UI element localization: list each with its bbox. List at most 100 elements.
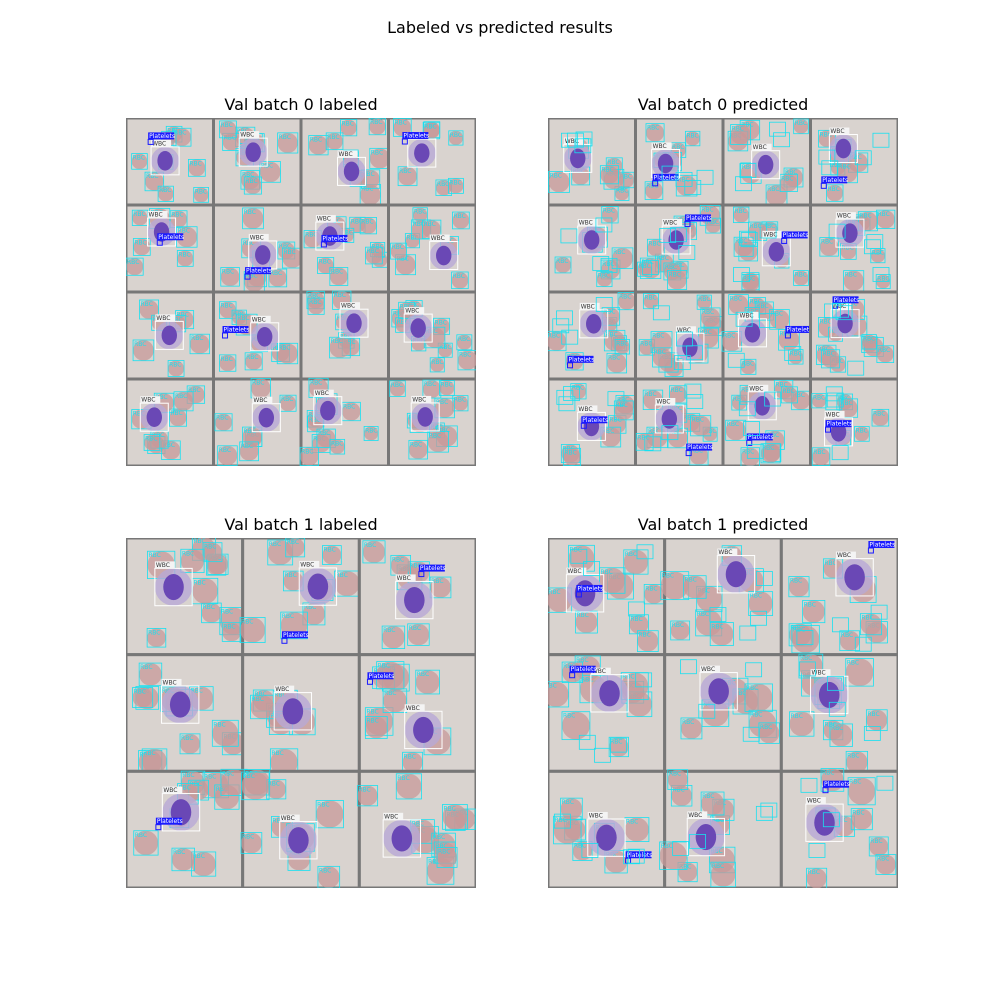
svg-text:RBC: RBC [175,393,187,400]
svg-text:RBC: RBC [370,119,382,126]
svg-text:RBC: RBC [327,134,339,141]
svg-text:RBC: RBC [178,228,190,235]
svg-text:WBC: WBC [656,398,670,405]
svg-text:WBC: WBC [300,561,314,568]
svg-text:RBC: RBC [216,415,228,422]
svg-text:RBC: RBC [269,541,281,548]
svg-text:RBC: RBC [793,392,805,399]
svg-text:RBC: RBC [767,186,779,193]
svg-text:RBC: RBC [221,122,233,129]
svg-text:RBC: RBC [598,272,610,279]
svg-text:WBC: WBC [581,303,595,310]
svg-text:RBC: RBC [570,546,582,553]
svg-text:RBC: RBC [308,292,320,299]
svg-text:RBC: RBC [219,447,231,454]
svg-text:Platelets: Platelets [783,232,809,239]
svg-text:RBC: RBC [392,244,404,251]
svg-text:WBC: WBC [565,138,579,145]
svg-text:RBC: RBC [177,312,189,319]
svg-text:RBC: RBC [711,623,723,630]
svg-text:RBC: RBC [727,421,739,428]
svg-text:WBC: WBC [830,128,844,135]
svg-text:RBC: RBC [605,331,617,338]
svg-text:RBC: RBC [271,750,283,757]
svg-text:RBC: RBC [877,211,889,218]
svg-text:RBC: RBC [822,770,834,777]
svg-text:RBC: RBC [343,403,355,410]
svg-text:Platelets: Platelets [822,177,848,184]
svg-text:RBC: RBC [712,863,724,870]
svg-text:RBC: RBC [855,427,867,434]
svg-text:RBC: RBC [785,169,797,176]
svg-text:RBC: RBC [133,155,145,162]
svg-text:RBC: RBC [616,341,628,348]
svg-text:RBC: RBC [654,349,666,356]
svg-text:RBC: RBC [334,292,346,299]
svg-text:RBC: RBC [581,676,593,683]
svg-text:RBC: RBC [637,434,649,441]
svg-text:RBC: RBC [169,362,181,369]
svg-text:RBC: RBC [318,430,330,437]
svg-text:WBC: WBC [405,308,419,315]
svg-text:RBC: RBC [847,752,859,759]
svg-text:RBC: RBC [702,793,714,800]
svg-text:RBC: RBC [680,224,692,231]
svg-text:RBC: RBC [424,123,436,130]
svg-text:WBC: WBC [578,406,592,413]
svg-text:RBC: RBC [822,351,834,358]
svg-text:Platelets: Platelets [687,444,713,451]
svg-text:WBC: WBC [832,303,846,310]
svg-text:RBC: RBC [358,787,370,794]
svg-text:RBC: RBC [572,385,584,392]
svg-text:RBC: RBC [450,132,462,139]
svg-text:RBC: RBC [433,834,445,841]
svg-text:WBC: WBC [592,668,606,675]
svg-text:RBC: RBC [750,593,762,600]
svg-text:RBC: RBC [692,417,704,424]
svg-text:RBC: RBC [840,400,852,407]
svg-text:RBC: RBC [417,671,429,678]
svg-text:RBC: RBC [378,663,390,670]
svg-text:RBC: RBC [170,317,182,324]
svg-text:RBC: RBC [163,442,175,449]
svg-text:RBC: RBC [698,296,710,303]
svg-text:RBC: RBC [148,552,160,559]
svg-text:RBC: RBC [723,333,735,340]
svg-text:RBC: RBC [223,624,235,631]
svg-text:WBC: WBC [253,397,267,404]
svg-text:RBC: RBC [173,849,185,856]
svg-text:Platelets: Platelets [571,666,597,673]
svg-text:WBC: WBC [567,568,581,575]
svg-text:RBC: RBC [341,229,353,236]
svg-text:WBC: WBC [339,151,353,158]
svg-text:RBC: RBC [607,159,619,166]
svg-text:RBC: RBC [852,810,864,817]
svg-text:RBC: RBC [361,218,373,225]
svg-text:RBC: RBC [870,838,882,845]
svg-text:Platelets: Platelets [157,818,183,825]
svg-text:WBC: WBC [141,397,155,404]
svg-text:RBC: RBC [252,379,264,386]
svg-text:RBC: RBC [178,251,190,258]
svg-text:RBC: RBC [331,338,343,345]
svg-text:RBC: RBC [371,149,383,156]
svg-text:RBC: RBC [221,609,233,616]
svg-text:RBC: RBC [241,443,253,450]
svg-text:WBC: WBC [149,211,163,218]
svg-text:Platelets: Platelets [826,421,852,428]
svg-text:RBC: RBC [679,864,691,871]
svg-text:RBC: RBC [550,172,562,179]
svg-text:RBC: RBC [877,276,889,283]
svg-text:RBC: RBC [414,209,426,216]
svg-text:RBC: RBC [283,249,295,256]
svg-text:RBC: RBC [309,417,321,424]
svg-text:RBC: RBC [362,171,374,178]
svg-text:RBC: RBC [409,625,421,632]
svg-text:RBC: RBC [638,632,650,639]
svg-text:RBC: RBC [241,618,253,625]
svg-text:RBC: RBC [222,269,234,276]
svg-text:RBC: RBC [644,295,656,302]
svg-text:WBC: WBC [412,396,426,403]
svg-text:RBC: RBC [577,612,589,619]
